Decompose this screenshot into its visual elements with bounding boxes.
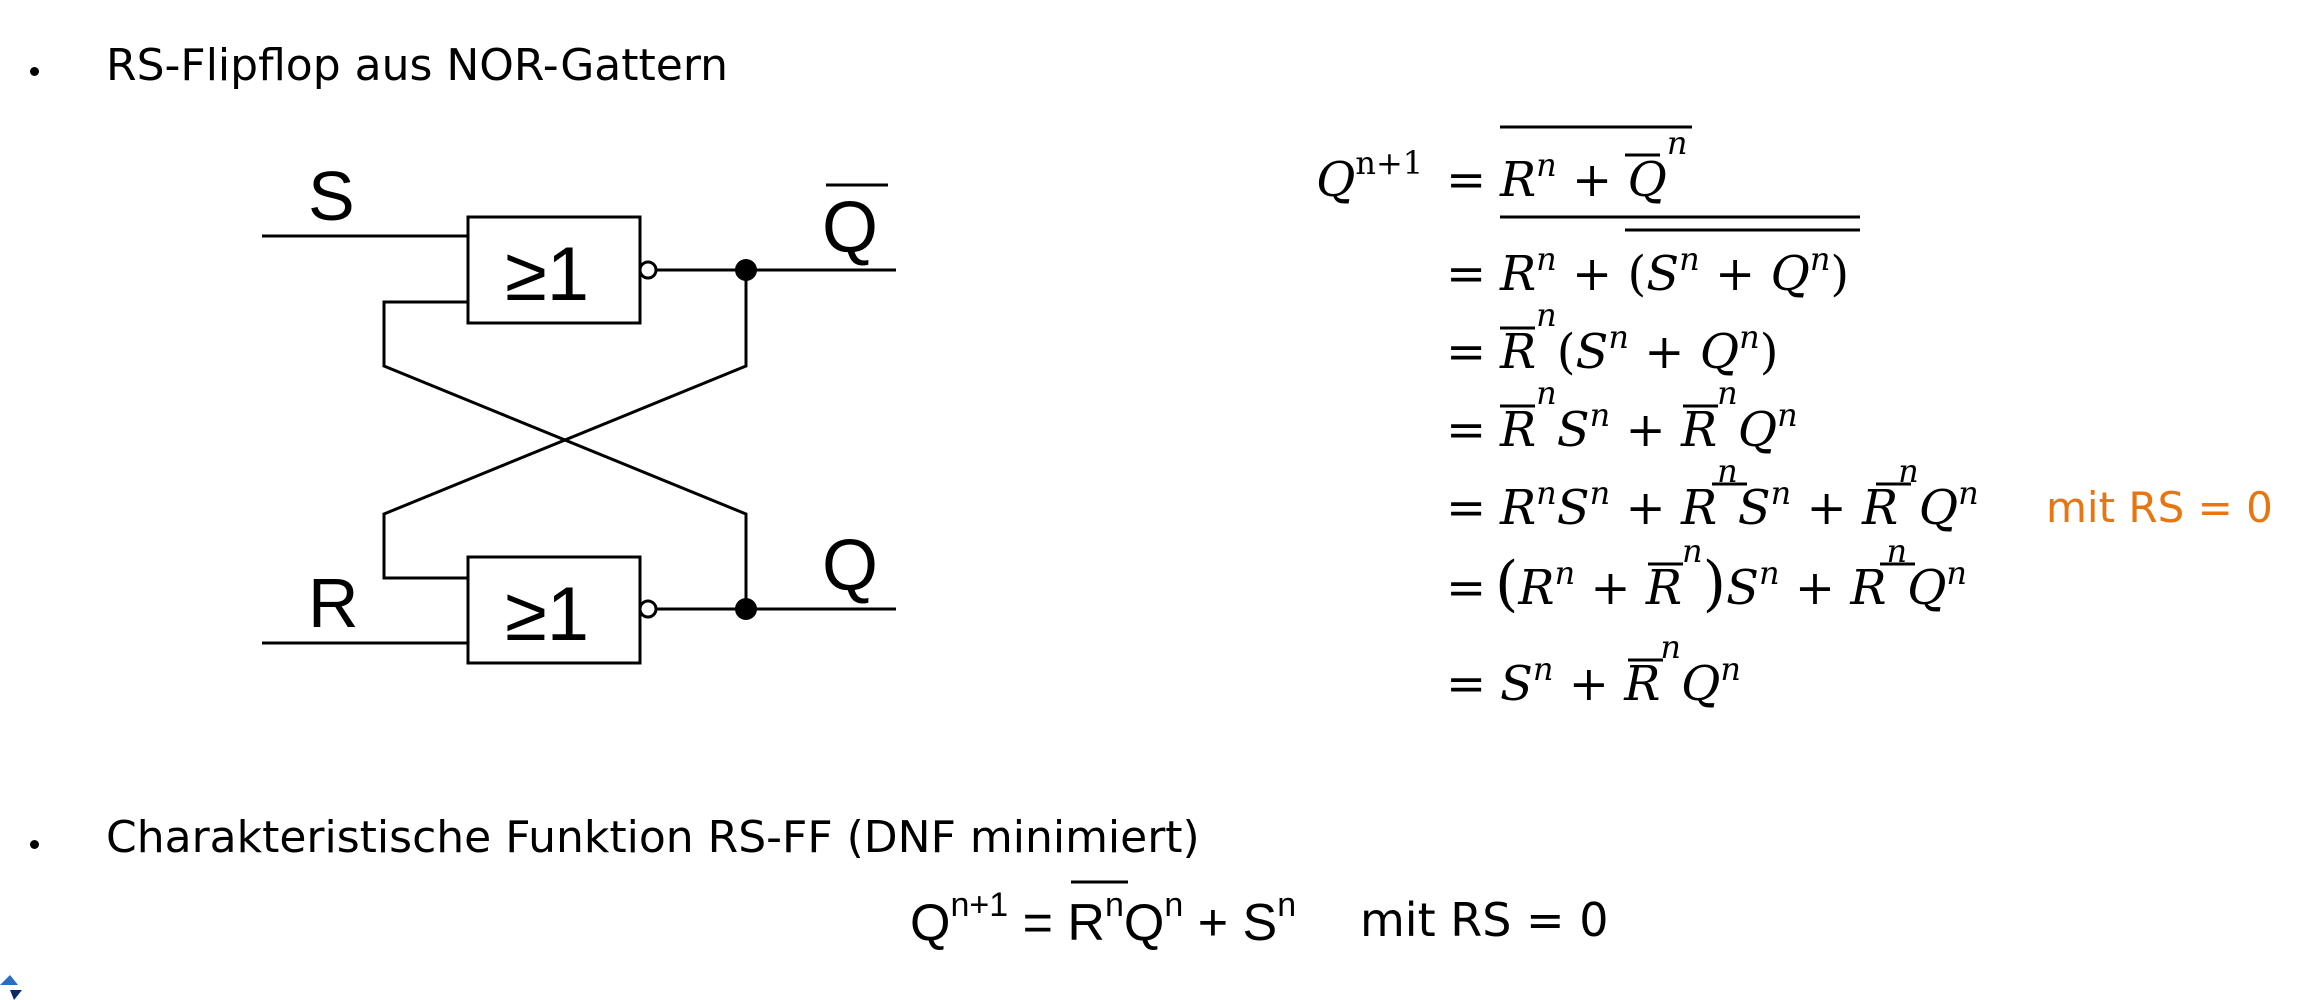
input-r-label: R xyxy=(308,564,359,642)
svg-text:=: = xyxy=(1446,480,1486,536)
svg-text:Rn + Qn: Rn + Qn xyxy=(1499,124,1687,208)
constraint-note: mit RS = 0 xyxy=(2046,483,2273,532)
svg-text:Rn(Sn + Qn): Rn(Sn + Qn) xyxy=(1499,296,1778,380)
bullet-dot xyxy=(30,67,39,76)
svg-text:RnSn + RnSn + RnQn: RnSn + RnSn + RnQn xyxy=(1499,452,1979,536)
svg-text:RnSn + RnQn: RnSn + RnQn xyxy=(1499,374,1798,458)
svg-text:(Rn + Rn)Sn + RnQn: (Rn + Rn)Sn + RnQn xyxy=(1495,532,1967,619)
svg-text:Sn + RnQn: Sn + RnQn xyxy=(1500,628,1741,712)
svg-text:Rn + (Sn + Qn): Rn + (Sn + Qn) xyxy=(1499,240,1849,302)
output-q-label: Q xyxy=(822,526,878,606)
svg-text:=: = xyxy=(1446,560,1486,616)
svg-text:=: = xyxy=(1446,324,1486,380)
junction-dot xyxy=(735,259,757,281)
bullet-text-1: RS-Flipflop aus NOR-Gattern xyxy=(106,40,729,91)
svg-text:=: = xyxy=(1446,656,1486,712)
derivation-equations: Qn+1 = Rn + Qn = Rn + (Sn + Qn) = Rn(Sn … xyxy=(1316,124,2273,712)
logo-icon xyxy=(0,975,22,1000)
svg-text:=: = xyxy=(1446,402,1486,458)
svg-text:=: = xyxy=(1446,152,1486,208)
result-note: mit RS = 0 xyxy=(1360,893,1608,947)
output-qbar-label: Q xyxy=(822,188,878,268)
gate-label-upper: ≥1 xyxy=(505,232,589,317)
junction-dot xyxy=(735,598,757,620)
svg-text:Qn+1 = RnQn + Sn: Qn+1 = RnQn + Sn xyxy=(910,886,1296,952)
svg-text:=: = xyxy=(1446,246,1486,302)
bullet-dot xyxy=(30,840,39,849)
bullet-text-2: Charakteristische Funktion RS-FF (DNF mi… xyxy=(106,812,1200,863)
gate-label-lower: ≥1 xyxy=(505,572,589,657)
input-s-label: S xyxy=(308,157,355,235)
svg-text:Qn+1: Qn+1 xyxy=(1316,144,1423,208)
characteristic-function: Qn+1 = RnQn + Sn mit RS = 0 xyxy=(910,880,1608,952)
